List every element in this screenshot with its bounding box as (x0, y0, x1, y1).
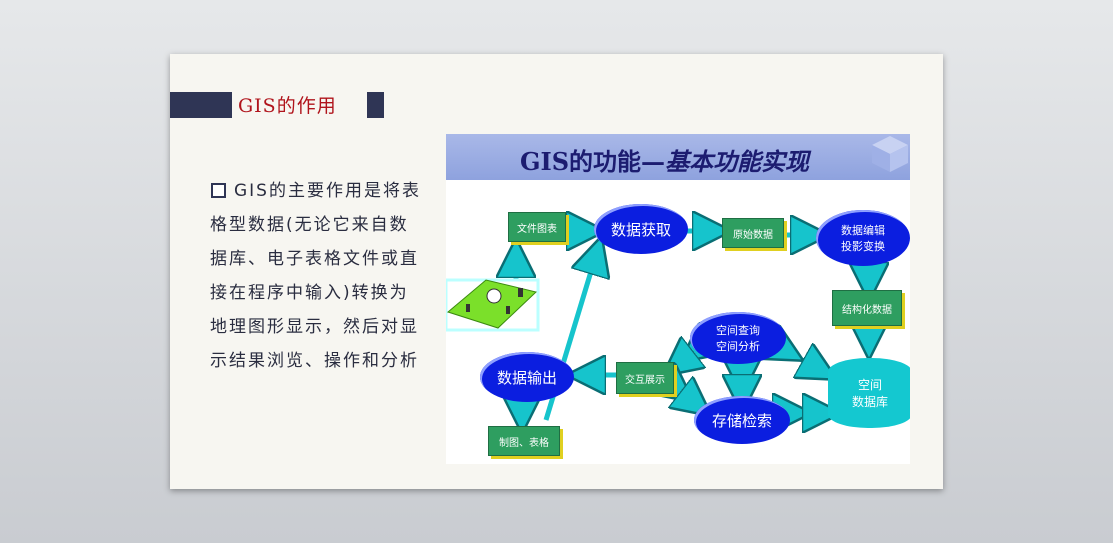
map-thumbnail-icon (446, 278, 540, 332)
storage-retrieval-node: 存储检索 (694, 396, 790, 444)
cubes-icon (872, 136, 908, 172)
structured-data-node: 结构化数据 (832, 290, 902, 326)
data-edit-line2: 投影变换 (841, 240, 885, 253)
diagram-connectors (446, 180, 910, 464)
bullet-square-icon (211, 183, 226, 198)
title-bar-right-decoration (367, 92, 384, 118)
slide-body-text: GIS的主要作用是将表格型数据(无论它来自数据库、电子表格文件或直接在程序中输入… (210, 181, 421, 371)
diagram-title: GIS的功能—基本功能实现 (520, 142, 809, 177)
diagram-title-plain: GIS的功能— (520, 147, 666, 176)
diagram-title-italic: 基本功能实现 (665, 147, 810, 176)
map-table-node: 制图、表格 (488, 426, 560, 456)
raw-data-node: 原始数据 (722, 218, 784, 248)
spatial-query-line1: 空间查询 (716, 324, 760, 337)
spatial-db-line2: 数据库 (851, 395, 888, 409)
spatial-query-line2: 空间分析 (716, 340, 760, 353)
diagram-header: GIS的功能—基本功能实现 (446, 134, 910, 180)
data-edit-line1: 数据编辑 (841, 224, 885, 237)
data-edit-node: 数据编辑 投影变换 (816, 210, 910, 266)
slide-title: GIS的作用 (238, 95, 337, 117)
spatial-query-node: 空间查询 空间分析 (690, 312, 786, 364)
data-acquire-node: 数据获取 (594, 204, 688, 254)
slide: GIS的作用 GIS的主要作用是将表格型数据(无论它来自数据库、电子表格文件或直… (170, 54, 943, 489)
spatial-db-line1: 空间 (857, 378, 882, 392)
interactive-display-node: 交互展示 (616, 362, 674, 394)
data-output-node: 数据输出 (480, 352, 574, 402)
spatial-database-node: 空间 数据库 (828, 358, 910, 428)
gis-function-diagram: GIS的功能—基本功能实现 (446, 134, 910, 464)
title-bar-left-decoration (170, 92, 232, 118)
file-table-node: 文件图表 (508, 212, 566, 242)
